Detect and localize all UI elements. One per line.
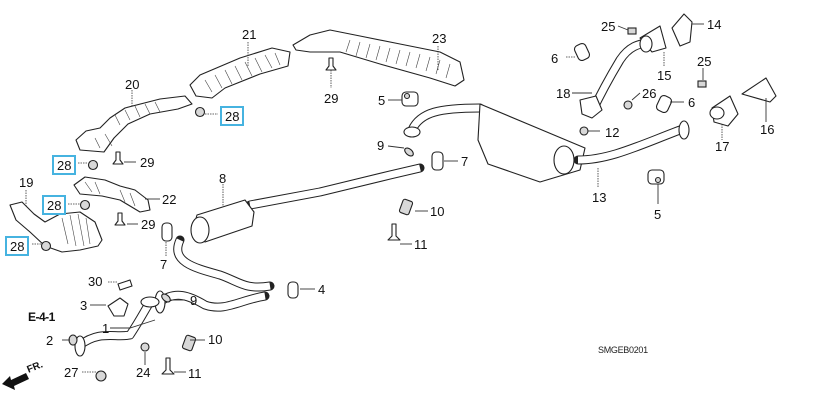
bolt-29-c[interactable] [114, 212, 126, 226]
callout-2[interactable]: 2 [46, 333, 54, 348]
nut-28-c[interactable] [79, 199, 91, 211]
front-direction-arrow-icon [2, 373, 29, 390]
callout-24[interactable]: 24 [136, 365, 151, 380]
nut-26[interactable] [623, 100, 633, 110]
callout-6-b[interactable]: 6 [688, 95, 696, 110]
callout-29-a[interactable]: 29 [324, 91, 339, 106]
nut-28-d[interactable] [40, 240, 52, 252]
bolt-25-a[interactable] [627, 27, 637, 35]
callout-14[interactable]: 14 [707, 17, 722, 32]
section-reference-link[interactable]: E-4-1 [28, 310, 55, 324]
callout-10-a[interactable]: 10 [430, 204, 445, 219]
callout-23[interactable]: 23 [432, 31, 447, 46]
bolt-29-a[interactable] [325, 57, 337, 71]
callout-9-a[interactable]: 9 [377, 138, 385, 153]
callout-18[interactable]: 18 [556, 86, 571, 101]
callout-1[interactable]: 1 [102, 321, 110, 336]
mount-4[interactable] [287, 281, 299, 299]
spring-10-lower[interactable] [181, 334, 197, 352]
bolt-30[interactable] [117, 279, 133, 291]
gasket-9-lower[interactable] [160, 292, 172, 303]
hanger-14[interactable] [671, 13, 693, 47]
callout-29-b[interactable]: 29 [140, 155, 155, 170]
nut-24[interactable] [140, 342, 150, 352]
callout-21[interactable]: 21 [242, 27, 257, 42]
hanger-15[interactable] [639, 25, 667, 53]
callout-5-a[interactable]: 5 [378, 93, 386, 108]
hanger-16[interactable] [741, 77, 777, 103]
callout-5-b[interactable]: 5 [654, 207, 662, 222]
heat-shield-21[interactable] [189, 47, 291, 99]
nut-28-b[interactable] [87, 159, 99, 171]
gasket-2[interactable] [68, 334, 78, 346]
mount-7-right[interactable] [431, 151, 444, 171]
callout-30[interactable]: 30 [88, 274, 103, 289]
mount-6-right[interactable] [655, 94, 673, 114]
callout-28-b[interactable]: 28 [52, 155, 77, 175]
callout-15[interactable]: 15 [657, 68, 672, 83]
callout-7-b[interactable]: 7 [461, 154, 469, 169]
callout-28-a[interactable]: 28 [220, 106, 245, 126]
callout-20[interactable]: 20 [125, 77, 140, 92]
bracket-3[interactable] [107, 297, 129, 317]
callout-7-a[interactable]: 7 [160, 257, 168, 272]
callout-17[interactable]: 17 [715, 139, 730, 154]
muffler-13[interactable] [403, 103, 690, 183]
mount-5-upper[interactable] [401, 91, 419, 107]
callout-4[interactable]: 4 [318, 282, 326, 297]
bolt-29-b[interactable] [112, 151, 124, 165]
heat-shield-22[interactable] [73, 176, 151, 213]
callout-9-b[interactable]: 9 [190, 293, 198, 308]
mount-5-lower[interactable] [647, 169, 665, 185]
gasket-9-upper[interactable] [403, 146, 415, 157]
callout-3[interactable]: 3 [80, 298, 88, 313]
callout-11-a[interactable]: 11 [414, 237, 428, 252]
nut-28-a[interactable] [194, 106, 206, 118]
callout-8[interactable]: 8 [219, 171, 227, 186]
leader-lines [25, 23, 767, 373]
nut-12[interactable] [579, 126, 589, 136]
callout-6-a[interactable]: 6 [551, 51, 559, 66]
heat-shield-19[interactable] [9, 201, 103, 253]
callout-26[interactable]: 26 [642, 86, 657, 101]
bolt-11-b[interactable] [161, 357, 175, 375]
heat-shield-20[interactable] [75, 95, 193, 153]
callout-27[interactable]: 27 [64, 365, 79, 380]
bolt-11-a[interactable] [387, 223, 401, 241]
bolt-25-b[interactable] [697, 80, 707, 88]
pipe-18[interactable] [579, 37, 655, 119]
mount-7-left[interactable] [161, 222, 173, 242]
nut-27[interactable] [95, 370, 107, 382]
callout-25-a[interactable]: 25 [601, 19, 616, 34]
callout-28-c[interactable]: 28 [42, 195, 67, 215]
callout-13[interactable]: 13 [592, 190, 607, 205]
center-pipe-8[interactable] [154, 163, 425, 314]
hanger-17[interactable] [709, 95, 739, 127]
mount-6-left[interactable] [573, 42, 591, 62]
callout-25-b[interactable]: 25 [697, 54, 712, 69]
callout-12[interactable]: 12 [605, 125, 620, 140]
callout-29-c[interactable]: 29 [141, 217, 156, 232]
drawing-code: SMGEB0201 [598, 345, 648, 355]
callout-19[interactable]: 19 [19, 175, 34, 190]
callout-11-b[interactable]: 11 [188, 366, 202, 381]
callout-16[interactable]: 16 [760, 122, 775, 137]
callout-22[interactable]: 22 [162, 192, 177, 207]
callout-28-d[interactable]: 28 [5, 236, 30, 256]
front-pipe-1[interactable] [74, 296, 160, 357]
spring-10-upper[interactable] [398, 198, 414, 216]
callout-10-b[interactable]: 10 [208, 332, 223, 347]
